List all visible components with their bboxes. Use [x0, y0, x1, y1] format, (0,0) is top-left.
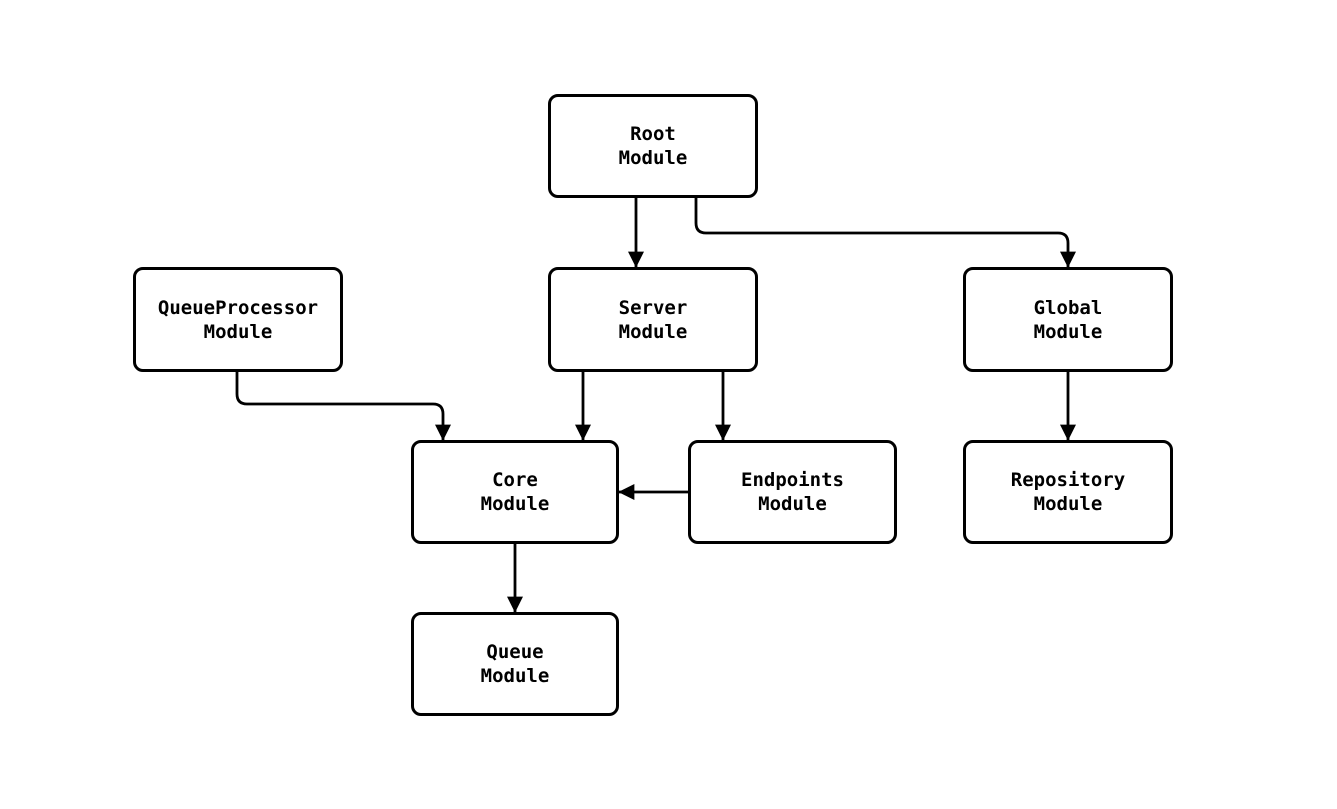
node-endpoints-module: Endpoints Module [688, 440, 897, 544]
node-core-label-line1: Core [492, 469, 538, 491]
node-core-module: Core Module [411, 440, 619, 544]
node-queue-module: Queue Module [411, 612, 619, 716]
node-server-module: Server Module [548, 267, 758, 372]
node-queueprocessor-label-line2: Module [203, 320, 273, 343]
edge-queueprocessor-to-core [235, 372, 451, 441]
node-repository-label-line2: Module [1033, 493, 1103, 515]
node-global-label-line1: Global [1033, 296, 1103, 319]
node-server-label-line1: Server [618, 296, 688, 319]
node-root-module: Root Module [548, 94, 758, 198]
node-queueprocessor-label-line1: QueueProcessor [157, 296, 319, 319]
node-queue-label-line1: Queue [486, 641, 544, 663]
node-endpoints-label-line1: Endpoints [741, 469, 844, 491]
node-core-label-line2: Module [480, 493, 550, 515]
node-global-module: Global Module [963, 267, 1173, 372]
node-global-label-line2: Module [1033, 320, 1103, 343]
node-queue-label-line2: Module [480, 665, 550, 687]
node-repository-label-line1: Repository [1010, 469, 1126, 491]
node-root-label-line1: Root [630, 123, 676, 145]
node-root-label-line2: Module [618, 147, 688, 169]
node-queueprocessor-module: QueueProcessor Module [133, 267, 343, 372]
edge-root-to-global [694, 198, 1076, 268]
node-server-label-line2: Module [618, 320, 688, 343]
node-endpoints-label-line2: Module [758, 493, 827, 515]
node-repository-module: Repository Module [963, 440, 1173, 544]
